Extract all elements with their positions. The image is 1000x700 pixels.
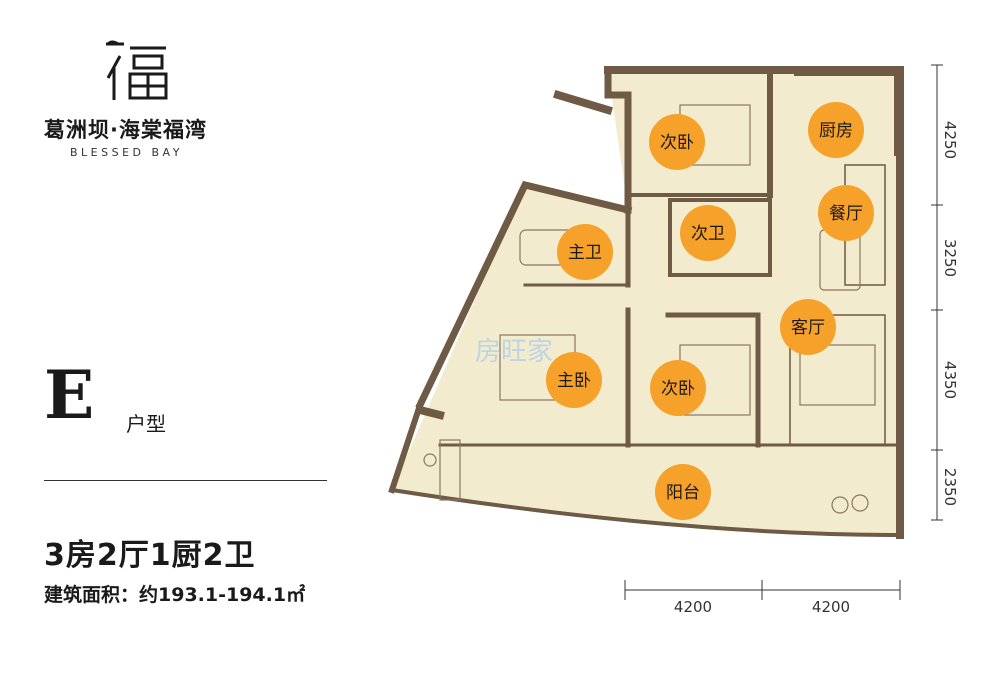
room-marker-kitchen: [808, 102, 864, 158]
room-markers: 次卧 厨房 餐厅 次卫 主卫 客厅 主卧 次卧 阳台: [546, 102, 874, 520]
dim-v-4: 2350: [941, 468, 959, 506]
brand-name-en: BLESSED BAY: [70, 146, 183, 159]
unit-layout: 3房2厅1厨2卫: [44, 538, 256, 573]
watermark-text: 房旺家: [475, 337, 553, 367]
room-marker-master: [546, 352, 602, 408]
brand-name-cn: 葛洲坝·海棠福湾: [44, 118, 207, 142]
room-label-bath2: 次卫: [691, 224, 725, 244]
room-marker-dining: [818, 185, 874, 241]
furniture: [423, 104, 876, 514]
room-label-living: 客厅: [791, 318, 825, 338]
room-marker-balcony: [655, 464, 711, 520]
horizontal-dimension-line: [624, 580, 901, 600]
floor-plan: 房旺家 次卧 厨房 餐厅 次卫 主卫 客厅 主卧 次卧 阳台 4250 3250…: [388, 64, 959, 615]
room-label-dining: 餐厅: [829, 204, 863, 224]
room-marker-bed2a: [649, 114, 705, 170]
divider-line: [44, 480, 327, 481]
room-label-bath1: 主卫: [568, 243, 602, 263]
unit-letter: E: [44, 356, 95, 434]
room-label-bed2b: 次卧: [661, 379, 695, 399]
room-marker-bed2b: [650, 360, 706, 416]
room-label-kitchen: 厨房: [819, 121, 853, 141]
fu-logo-icon: [106, 40, 168, 100]
room-label-bed2a: 次卧: [660, 133, 694, 153]
unit-type-label: 户型: [126, 412, 166, 436]
room-marker-living: [780, 299, 836, 355]
dim-v-2: 3250: [941, 239, 959, 277]
vertical-dimension-line: [931, 64, 943, 521]
room-marker-bath2: [680, 205, 736, 261]
room-label-balcony: 阳台: [666, 483, 700, 503]
walls: [388, 66, 904, 539]
dim-h-1: 4200: [674, 598, 712, 615]
dim-h-2: 4200: [812, 598, 850, 615]
room-marker-bath1: [557, 224, 613, 280]
room-label-master: 主卧: [557, 371, 591, 391]
unit-area: 建筑面积：约193.1-194.1㎡: [44, 584, 306, 606]
dim-v-1: 4250: [941, 121, 959, 159]
dim-v-3: 4350: [941, 361, 959, 399]
